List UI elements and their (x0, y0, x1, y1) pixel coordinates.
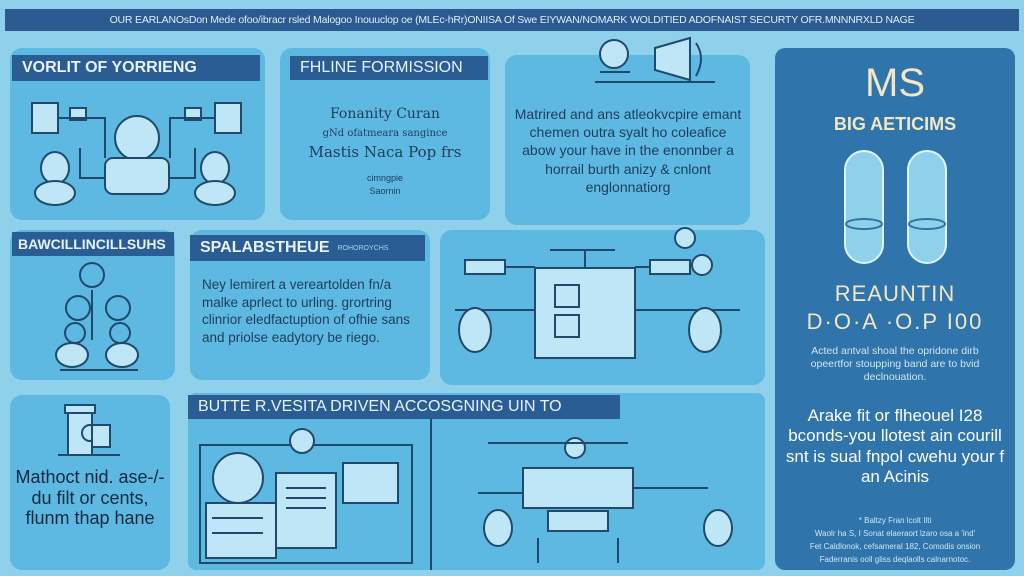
card-description: Matrired and ans atleokvcpire emant chem… (505, 55, 750, 225)
right-panel: MS BIG AETICIMS REAUNTIN D·O·A ·O.P I00 … (775, 48, 1015, 570)
card-formission: FHLINE FORMISSION Fonanity Curan gNd ofa… (280, 48, 490, 220)
card-subtitle: ROHOROYCHS (337, 244, 389, 252)
card-title: BUTTE R.VESITA DRIVEN ACCOSGNING UIN TO (188, 395, 620, 419)
workflow-diagram (440, 227, 765, 385)
card-text: gNd ofatmeara sangince (322, 128, 448, 139)
card-subtitle: Fonanity Curan (329, 106, 440, 122)
card-mathoct: Mathoct nid. ase-/-du filt or cents, flu… (10, 395, 170, 570)
card-title-text: SPALABSTHEUE (200, 239, 330, 256)
computer-network-diagram (455, 227, 740, 359)
panel-heading: REAUNTIN (834, 281, 956, 306)
speaker-device-icon (595, 36, 715, 83)
logo-text: MS (865, 61, 925, 105)
card-title: BAWCILLINCILLSUHS (12, 232, 174, 256)
card-text: Ney lemirert a vereartolden fn/a malke a… (202, 277, 410, 345)
card-text: Saornin (369, 186, 401, 196)
card-text: Mathoct nid. ase-/-du filt or cents, flu… (15, 467, 165, 529)
panel-footnote: Faderranis ooll gliss deqlaolls calnarno… (819, 555, 971, 564)
card-title: VORLIT OF YORRIENG (12, 55, 260, 81)
card-yorrieng: VORLIT OF YORRIENG (10, 48, 265, 220)
card-text: Matrired and ans atleokvcpire emant chem… (514, 106, 742, 195)
panel-footnote: Waolr ha S, I Sonat elaeraort lzaro osa … (814, 529, 976, 538)
footprints-icon (844, 150, 947, 264)
divider (430, 419, 432, 570)
panel-text: Acted antval shoal the opridone dirb ope… (810, 345, 980, 384)
people-network-illustration (31, 102, 242, 206)
panel-highlight-text: Arake fit or flheouel I28 bconds-you llo… (785, 406, 1005, 487)
top-banner: OUR EARLANOsDon Mede ofoo/ibracr rsled M… (5, 9, 1019, 31)
panel-footnote: * Baltzy Fran lcolt Ilti (858, 516, 932, 525)
people-group-illustration (55, 262, 139, 371)
card-title: SPALABSTHEUE ROHOROYCHS (190, 235, 425, 261)
card-spalabstheue: SPALABSTHEUE ROHOROYCHS Ney lemirert a v… (190, 230, 430, 380)
banner-text: OUR EARLANOsDon Mede ofoo/ibracr rsled M… (109, 14, 915, 26)
card-text: cimngpie (366, 173, 404, 183)
documents-illustration (199, 428, 733, 564)
card-title: FHLINE FORMISSION (290, 56, 488, 80)
card-bawcillin: BAWCILLINCILLSUHS (10, 230, 175, 380)
building-icon (58, 404, 120, 456)
panel-title: BIG AETICIMS (833, 114, 957, 134)
card-text: Mastis Naca Pop frs (308, 143, 462, 161)
panel-heading: D·O·A ·O.P I00 (806, 309, 984, 334)
panel-footnote: Fet Caldlonok, cefsameral 182, Comodis o… (809, 542, 981, 551)
card-driven-accounting: BUTTE R.VESITA DRIVEN ACCOSGNING UIN TO (188, 393, 765, 570)
